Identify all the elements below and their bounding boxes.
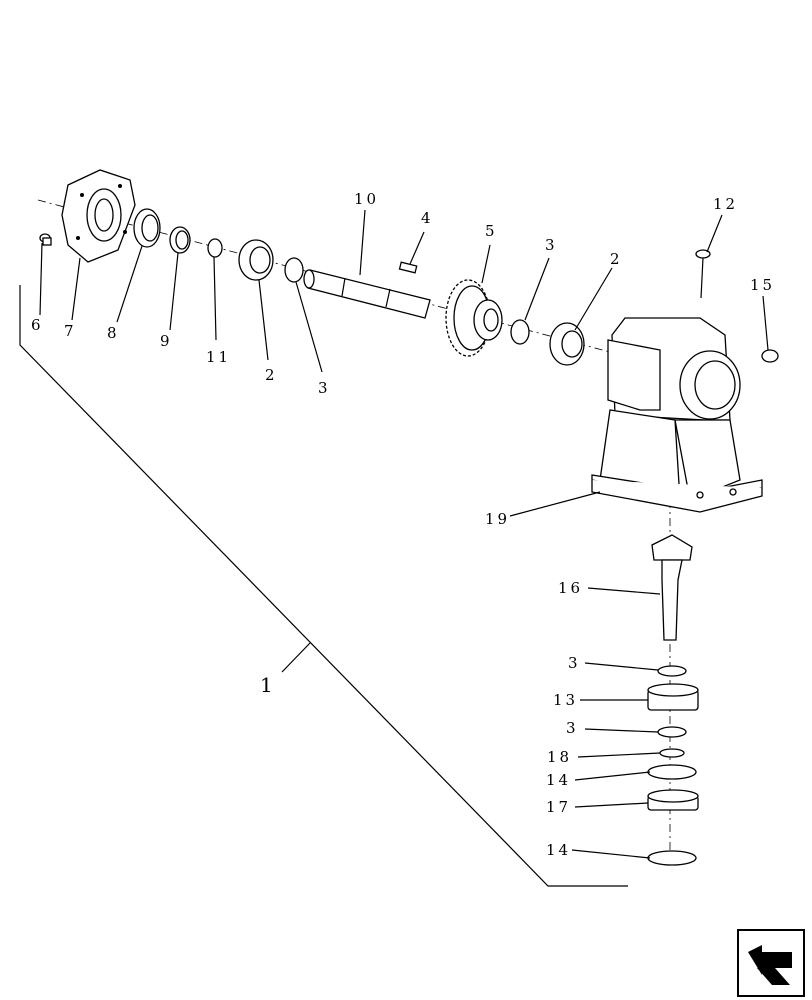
callout-6: 6 — [31, 316, 44, 334]
part-seal-17 — [647, 789, 699, 811]
part-ring-right — [510, 319, 530, 345]
part-circlip-14a — [647, 764, 697, 780]
callout-15: 15 — [750, 276, 775, 294]
part-bolt — [39, 233, 52, 246]
callout-10: 10 — [354, 190, 379, 208]
part-snap-ring — [207, 238, 223, 258]
callout-4: 4 — [421, 209, 434, 227]
part-cover-flange — [61, 169, 136, 263]
callout-12: 12 — [713, 195, 738, 213]
part-bearing-13 — [647, 683, 699, 711]
callout-1: 1 — [260, 673, 273, 697]
part-ring-3a — [657, 665, 687, 677]
callout-14-a: 14 — [546, 771, 571, 789]
callout-3-axis-b: 3 — [566, 719, 579, 737]
callout-2-left: 2 — [265, 366, 278, 384]
part-breather — [695, 249, 711, 299]
part-pinion-shaft — [651, 534, 693, 641]
callout-3-axis-a: 3 — [568, 654, 581, 672]
part-plug — [761, 349, 779, 363]
callout-3-left: 3 — [318, 379, 331, 397]
leader-lines — [39, 209, 769, 859]
callout-2-right: 2 — [610, 250, 623, 268]
part-ring-left — [284, 257, 304, 283]
back-arrow-icon[interactable] — [737, 929, 805, 997]
part-bushing — [169, 226, 191, 254]
callout-7: 7 — [64, 322, 77, 340]
assembly-bracket — [19, 285, 628, 887]
callout-14-b: 14 — [546, 841, 571, 859]
callout-18: 18 — [547, 748, 572, 766]
callout-11: 11 — [206, 348, 231, 366]
leader-1 — [281, 642, 311, 673]
callout-3-right: 3 — [545, 236, 558, 254]
callout-8: 8 — [107, 324, 120, 342]
callout-13: 13 — [553, 691, 578, 709]
callout-5: 5 — [485, 222, 498, 240]
part-bearing-left — [238, 239, 274, 281]
part-circlip-14b — [647, 850, 697, 866]
callout-19: 19 — [485, 510, 510, 528]
part-gear — [445, 279, 503, 357]
part-ring-3b — [657, 726, 687, 738]
part-shaft — [303, 269, 431, 319]
callout-17: 17 — [546, 798, 571, 816]
callout-16: 16 — [558, 579, 583, 597]
part-bearing-right — [549, 322, 585, 366]
part-ring-18 — [659, 748, 685, 758]
part-gearbox-housing — [591, 317, 763, 513]
part-seal — [133, 208, 161, 248]
callout-9: 9 — [160, 332, 173, 350]
part-key — [398, 261, 418, 274]
